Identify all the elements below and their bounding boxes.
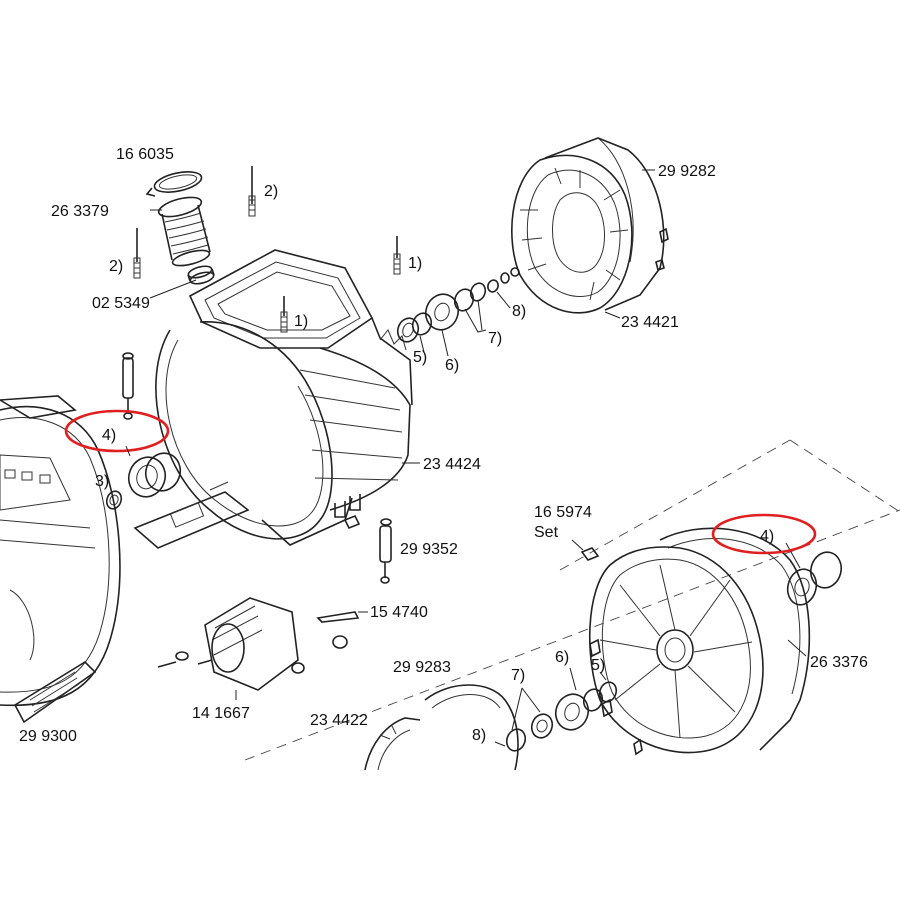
shock-absorber-left-part — [122, 352, 134, 420]
label-note-2-left: 2) — [109, 258, 123, 275]
label-16-6035: 16 6035 — [116, 146, 174, 163]
shock-absorber-right-part — [343, 514, 392, 584]
part-labels: 16 6035 26 3379 02 5349 2) 2) 1) 1) 4) 3… — [19, 146, 868, 745]
highlight-circle-right — [711, 513, 817, 555]
rear-tub-part — [155, 249, 420, 546]
label-29-9300: 29 9300 — [19, 728, 77, 745]
drum-part — [0, 395, 121, 707]
front-tub-top-part — [511, 137, 669, 314]
label-23-4421: 23 4421 — [621, 314, 679, 331]
motor-part — [157, 597, 305, 700]
label-note-5-top: 5) — [413, 349, 427, 366]
label-26-3379: 26 3379 — [51, 203, 109, 220]
label-leaders — [125, 169, 807, 657]
label-26-3376: 26 3376 — [810, 654, 868, 671]
screw-parts — [133, 166, 401, 333]
seal-group-bottom-part — [494, 667, 618, 752]
label-note-5-bottom: 5) — [591, 657, 605, 674]
label-note-1-centre: 1) — [294, 313, 308, 330]
label-29-9352: 29 9352 — [400, 541, 458, 558]
label-29-9282: 29 9282 — [658, 163, 716, 180]
seal-group-top-part — [396, 267, 520, 357]
side-panel-part — [13, 660, 97, 724]
label-23-4424: 23 4424 — [423, 456, 481, 473]
label-note-8-top: 8) — [512, 303, 526, 320]
label-note-7-bottom: 7) — [511, 667, 525, 684]
label-02-5349: 02 5349 — [92, 295, 150, 312]
gasket-right-part — [785, 542, 843, 606]
back-cover-part — [364, 684, 519, 771]
bellows-hose-part — [157, 196, 211, 267]
label-16-5974: 16 5974 — [534, 504, 592, 521]
label-note-3: 3) — [95, 473, 109, 490]
sleeve-part — [187, 265, 215, 285]
bearing-left-part — [105, 452, 182, 510]
label-note-8-bottom: 8) — [472, 727, 486, 744]
front-tub-bottom-part — [588, 527, 811, 756]
heater-plate-part — [133, 481, 250, 549]
label-set: Set — [534, 524, 559, 541]
screw-long-part — [316, 611, 368, 649]
label-note-2-top: 2) — [264, 183, 278, 200]
label-note-6-top: 6) — [445, 357, 459, 374]
label-note-7-top: 7) — [488, 330, 502, 347]
label-note-6-bottom: 6) — [555, 649, 569, 666]
label-note-1-right: 1) — [408, 255, 422, 272]
label-14-1667: 14 1667 — [192, 705, 250, 722]
label-note-4-right: 4) — [760, 528, 774, 545]
label-29-9283: 29 9283 — [393, 659, 451, 676]
hose-clamp-part — [145, 171, 203, 197]
label-15-4740: 15 4740 — [370, 604, 428, 621]
clip-part — [571, 539, 600, 561]
label-note-4-left: 4) — [102, 427, 116, 444]
highlight-circle-left — [64, 409, 170, 453]
label-23-4422: 23 4422 — [310, 712, 368, 729]
